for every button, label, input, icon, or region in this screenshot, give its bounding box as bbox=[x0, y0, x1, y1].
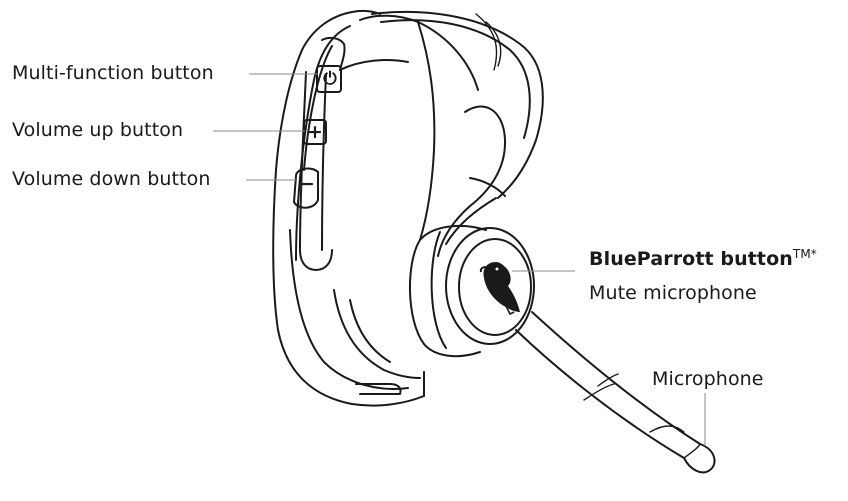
label-volume-up: Volume up button bbox=[12, 119, 184, 141]
label-microphone: Microphone bbox=[652, 368, 764, 390]
plus-icon: + bbox=[307, 121, 323, 143]
label-blueparrott-button: BlueParrott buttonTM* bbox=[589, 248, 817, 269]
ear-hook bbox=[371, 10, 544, 257]
label-volume-down: Volume down button bbox=[12, 168, 211, 190]
multi-function-button[interactable] bbox=[316, 65, 342, 93]
boom-pod bbox=[408, 224, 535, 358]
parrot-logo-icon bbox=[479, 262, 520, 316]
blueparrott-button-text: BlueParrott button bbox=[589, 248, 793, 270]
power-icon: ⏻ bbox=[323, 69, 337, 89]
volume-down-button[interactable] bbox=[293, 167, 319, 209]
label-multi-function: Multi-function button bbox=[12, 62, 214, 84]
microphone-tip bbox=[683, 443, 716, 474]
blueparrott-button[interactable] bbox=[479, 262, 520, 316]
volume-up-button[interactable] bbox=[303, 119, 327, 145]
label-mute-microphone: Mute microphone bbox=[589, 282, 757, 304]
microphone-boom bbox=[515, 311, 701, 459]
trademark-mark: TM* bbox=[792, 247, 817, 261]
minus-icon: − bbox=[299, 173, 315, 195]
